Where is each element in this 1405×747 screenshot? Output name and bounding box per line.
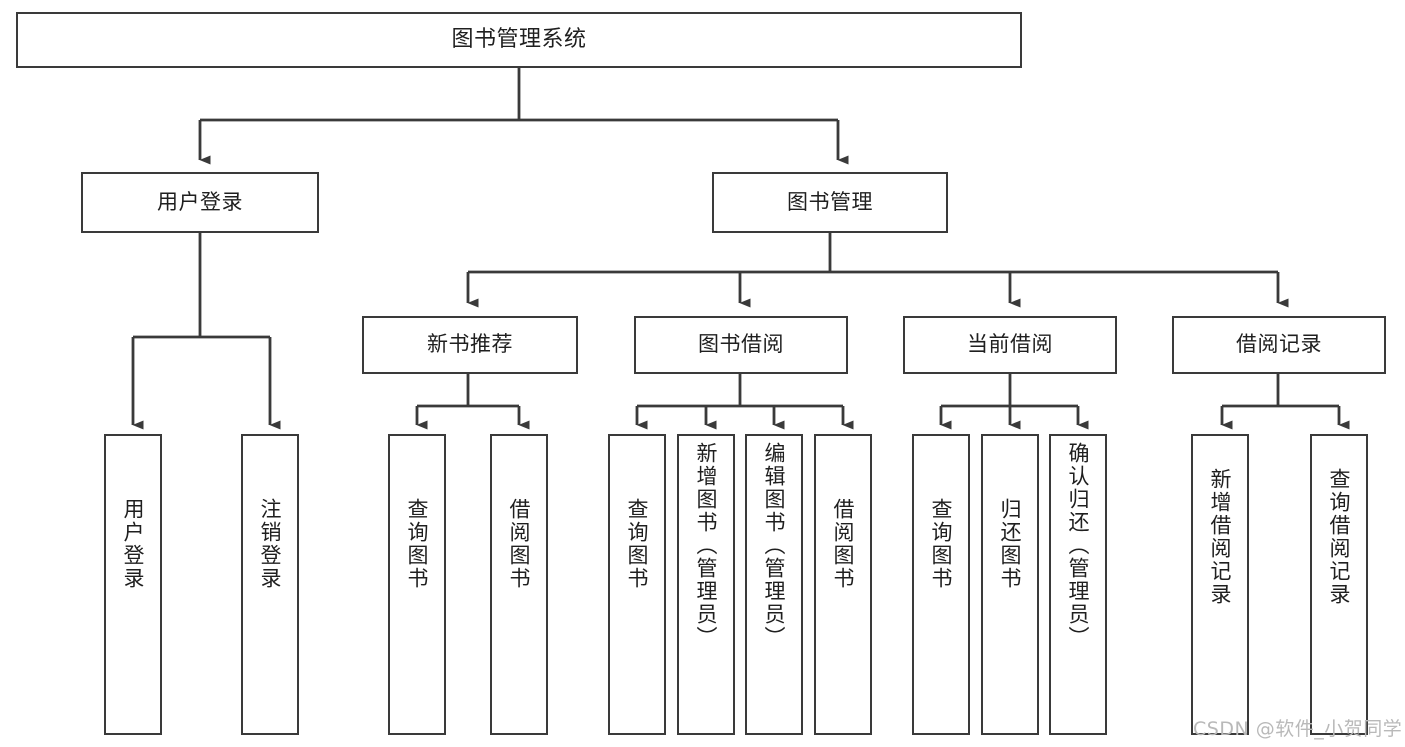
node-new-book-recommend[interactable]: 新书推荐 bbox=[362, 316, 578, 374]
node-leaf-confirm-return-admin[interactable]: 确认归还（管理员） bbox=[1049, 434, 1107, 735]
node-leaf-borrow-book[interactable]: 借阅图书 bbox=[814, 434, 872, 735]
node-label: 注销登录 bbox=[258, 498, 283, 590]
node-book-management[interactable]: 图书管理 bbox=[712, 172, 948, 233]
node-label: 归还图书 bbox=[998, 498, 1023, 590]
node-leaf-user-login[interactable]: 用户登录 bbox=[104, 434, 162, 735]
node-label: 新书推荐 bbox=[427, 332, 513, 357]
node-label: 当前借阅 bbox=[967, 332, 1053, 357]
node-root-book-management-system[interactable]: 图书管理系统 bbox=[16, 12, 1022, 68]
node-leaf-query-book-borrow[interactable]: 查询图书 bbox=[608, 434, 666, 735]
node-leaf-add-book-admin[interactable]: 新增图书（管理员） bbox=[677, 434, 735, 735]
node-label: 借阅记录 bbox=[1236, 332, 1322, 357]
node-user-login[interactable]: 用户登录 bbox=[81, 172, 319, 233]
node-label: 新增图书（管理员） bbox=[694, 442, 719, 649]
node-current-borrow[interactable]: 当前借阅 bbox=[903, 316, 1117, 374]
node-borrow-record[interactable]: 借阅记录 bbox=[1172, 316, 1386, 374]
node-label: 借阅图书 bbox=[507, 498, 532, 590]
node-label: 查询图书 bbox=[929, 498, 954, 590]
node-label: 图书管理 bbox=[787, 189, 873, 214]
node-label: 查询借阅记录 bbox=[1327, 468, 1352, 606]
node-label: 新增借阅记录 bbox=[1208, 468, 1233, 606]
node-leaf-query-book-current[interactable]: 查询图书 bbox=[912, 434, 970, 735]
node-leaf-logout-login[interactable]: 注销登录 bbox=[241, 434, 299, 735]
node-label: 编辑图书（管理员） bbox=[762, 442, 787, 649]
node-label: 用户登录 bbox=[121, 498, 146, 590]
node-book-borrow[interactable]: 图书借阅 bbox=[634, 316, 848, 374]
node-label: 图书借阅 bbox=[698, 332, 784, 357]
node-label: 用户登录 bbox=[157, 189, 243, 214]
node-leaf-borrow-book-recommend[interactable]: 借阅图书 bbox=[490, 434, 548, 735]
node-leaf-edit-book-admin[interactable]: 编辑图书（管理员） bbox=[745, 434, 803, 735]
node-label: 确认归还（管理员） bbox=[1066, 442, 1091, 649]
node-leaf-query-borrow-record[interactable]: 查询借阅记录 bbox=[1310, 434, 1368, 735]
node-label: 图书管理系统 bbox=[451, 26, 587, 52]
node-leaf-return-book[interactable]: 归还图书 bbox=[981, 434, 1039, 735]
node-label: 查询图书 bbox=[625, 498, 650, 590]
node-label: 查询图书 bbox=[405, 498, 430, 590]
node-leaf-query-book-recommend[interactable]: 查询图书 bbox=[388, 434, 446, 735]
node-leaf-add-borrow-record[interactable]: 新增借阅记录 bbox=[1191, 434, 1249, 735]
node-label: 借阅图书 bbox=[831, 498, 856, 590]
